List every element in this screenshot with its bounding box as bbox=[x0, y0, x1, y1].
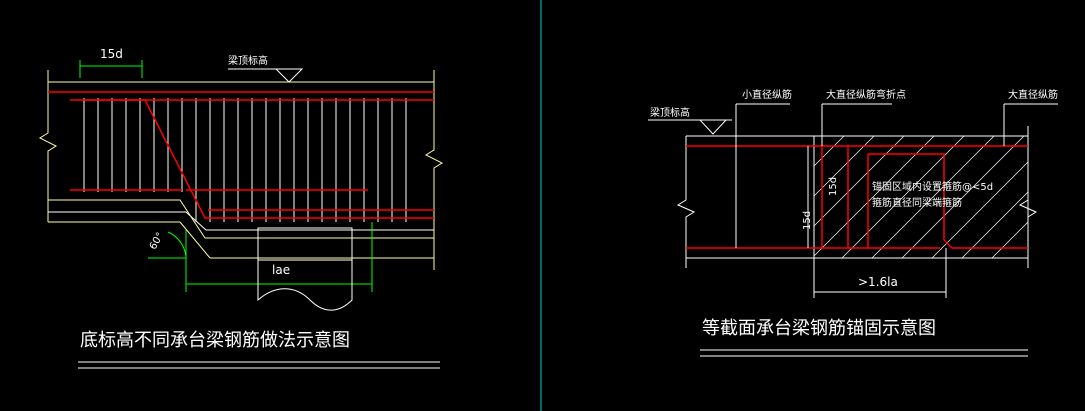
column-break-curve bbox=[257, 260, 353, 311]
beam-bottom-step-outer bbox=[48, 199, 434, 239]
break-symbol-left bbox=[38, 70, 58, 222]
r-dim-length: >1.6la bbox=[858, 275, 898, 289]
r-note-line2: 箍筋直径同梁端箍筋 bbox=[872, 196, 962, 209]
r-dims bbox=[807, 146, 947, 298]
r-dim-15d-outer: 15d bbox=[802, 211, 813, 230]
slope-line bbox=[179, 221, 211, 259]
column-outline bbox=[257, 227, 353, 261]
r-top-level-marker bbox=[648, 119, 732, 135]
r-note-line1: 锚固区域内设置箍筋@<5d bbox=[872, 180, 993, 193]
r-bend-point-label: 大直径纵筋弯折点 bbox=[826, 88, 906, 101]
top-level-marker bbox=[228, 68, 304, 83]
right-title: 等截面承台梁钢筋锚固示意图 bbox=[702, 318, 936, 339]
r-dim-15d-inner: 15d bbox=[828, 177, 839, 196]
leader-lines bbox=[735, 103, 1058, 248]
r-small-bar-label: 小直径纵筋 bbox=[742, 88, 792, 101]
r-large-bar-label: 大直径纵筋 bbox=[1008, 88, 1058, 101]
left-detail: 15d lae 60° 梁顶标高 底标高不同承台梁钢筋做法示意图 bbox=[38, 47, 444, 369]
dimension-lae bbox=[185, 222, 373, 292]
dimension-15d bbox=[79, 60, 143, 78]
r-rebars bbox=[686, 145, 1028, 249]
angle-mark bbox=[148, 231, 187, 259]
stirrups bbox=[83, 98, 407, 222]
left-title: 底标高不同承台梁钢筋做法示意图 bbox=[80, 330, 350, 351]
break-symbol-right bbox=[424, 70, 444, 270]
r-top-level-label: 梁顶标高 bbox=[650, 106, 690, 119]
label-lae: lae bbox=[272, 263, 290, 277]
label-angle: 60° bbox=[148, 231, 166, 252]
r-break-left bbox=[676, 136, 696, 268]
rebars bbox=[48, 91, 434, 219]
beam-bottom-step-inner bbox=[48, 211, 434, 231]
left-top-level-label: 梁顶标高 bbox=[228, 54, 268, 67]
label-15d: 15d bbox=[100, 47, 123, 61]
right-detail: 梁顶标高 小直径纵筋 大直径纵筋弯折点 大直径纵筋 锚固区域内设置箍筋@<5d … bbox=[648, 88, 1058, 357]
